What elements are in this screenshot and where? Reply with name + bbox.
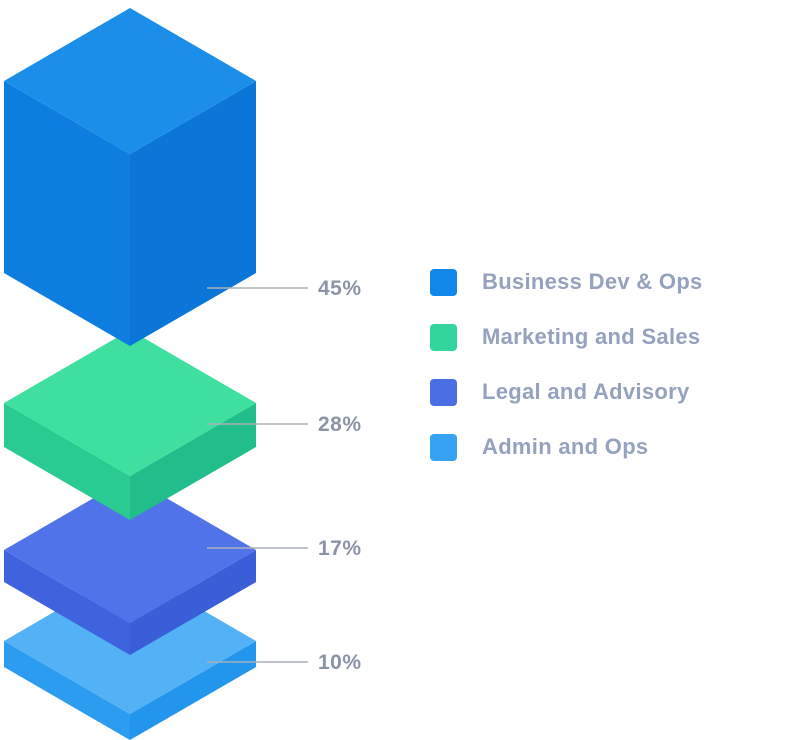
- box-right-face: [130, 641, 256, 740]
- value-label: 28%: [318, 413, 362, 436]
- legend-label: Legal and Advisory: [482, 379, 690, 404]
- legend-swatch: [430, 378, 457, 406]
- box-left-face: [4, 81, 130, 346]
- box-left-face: [4, 641, 130, 740]
- box-left-face: [4, 403, 130, 520]
- legend-item: Legal and Advisory: [430, 378, 703, 406]
- legend-swatch: [430, 433, 457, 461]
- value-label: 10%: [318, 651, 362, 674]
- legend-item: Marketing and Sales: [430, 323, 703, 351]
- box-left-face: [4, 550, 130, 655]
- legend-item: Admin and Ops: [430, 433, 703, 461]
- legend-item: Business Dev & Ops: [430, 268, 703, 296]
- value-label: 45%: [318, 277, 362, 300]
- legend-label: Marketing and Sales: [482, 324, 701, 349]
- box-top-face: [4, 8, 256, 154]
- box-right-face: [130, 403, 256, 520]
- iso-box-legal-and-advisory: [4, 477, 256, 655]
- legend-swatch: [430, 268, 457, 296]
- value-label: 17%: [318, 537, 362, 560]
- box-top-face: [4, 330, 256, 476]
- iso-box-business-dev-ops: [4, 8, 256, 346]
- box-top-face: [4, 477, 256, 623]
- box-right-face: [130, 550, 256, 655]
- box-right-face: [130, 81, 256, 346]
- legend-label: Business Dev & Ops: [482, 269, 703, 294]
- iso-box-marketing-and-sales: [4, 330, 256, 520]
- legend-label: Admin and Ops: [482, 434, 649, 459]
- legend-swatch: [430, 323, 457, 351]
